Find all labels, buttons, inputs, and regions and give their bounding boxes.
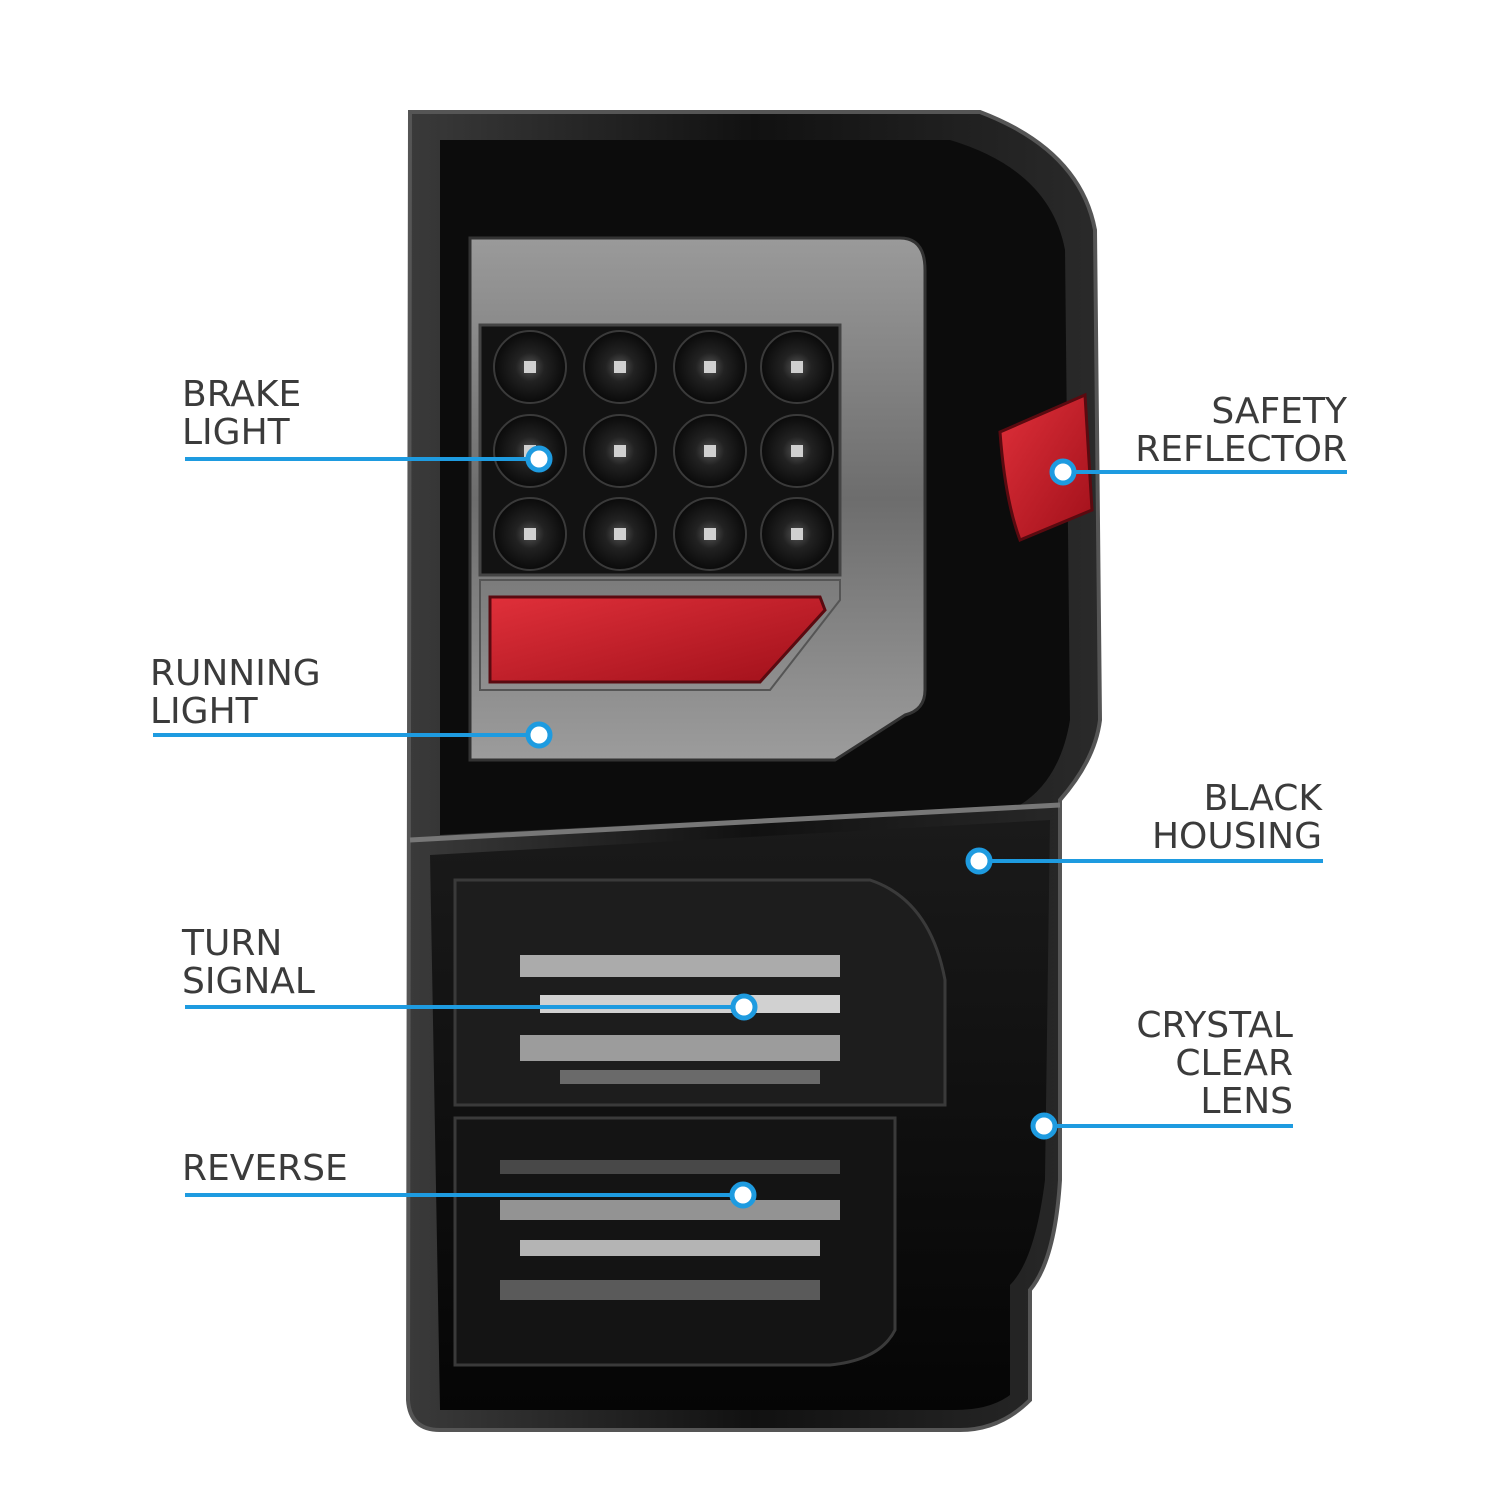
led-chip [524, 528, 536, 540]
led-chip [704, 445, 716, 457]
callout-dot-running-light [525, 721, 553, 749]
callout-dot-black-housing [965, 847, 993, 875]
callout-line: LIGHT [182, 412, 290, 453]
led-chip [524, 361, 536, 373]
led-chip [791, 361, 803, 373]
callout-dot-reverse [729, 1181, 757, 1209]
callout-reverse: REVERSE [182, 1150, 348, 1188]
callout-dot-turn-signal [730, 993, 758, 1021]
callout-brake-light: BRAKE LIGHT [182, 376, 301, 452]
callout-line: SAFETY [1211, 391, 1347, 432]
callout-line: CLEAR [1175, 1043, 1293, 1084]
led-grid [493, 330, 834, 571]
callout-running-light: RUNNING LIGHT [150, 655, 321, 731]
led-chip [791, 445, 803, 457]
led-chip [614, 528, 626, 540]
callout-line: SIGNAL [182, 961, 315, 1002]
callout-line: HOUSING [1151, 816, 1322, 857]
callout-line: BRAKE [182, 374, 302, 415]
callout-turn-signal: TURN SIGNAL [182, 925, 315, 1001]
callout-line: LIGHT [150, 691, 258, 732]
callout-dot-crystal-clear-lens [1030, 1112, 1058, 1140]
callout-line: REFLECTOR [1135, 429, 1347, 470]
leader-lines [153, 445, 1347, 1209]
callout-line: CRYSTAL [1136, 1005, 1293, 1046]
tube-inner [479, 579, 841, 691]
callout-dot-brake-light [525, 445, 553, 473]
led-chip [704, 528, 716, 540]
callout-dot-safety-reflector [1049, 458, 1077, 486]
callout-line: LENS [1200, 1081, 1293, 1122]
reverse-facets [500, 1160, 840, 1300]
callout-line: BLACK [1203, 778, 1322, 819]
led-chip [614, 445, 626, 457]
running-reflector [488, 595, 827, 684]
callout-safety-reflector: SAFETY REFLECTOR [1135, 393, 1347, 469]
callout-crystal-clear-lens: CRYSTAL CLEAR LENS [1136, 1007, 1293, 1121]
callout-black-housing: BLACK HOUSING [1152, 780, 1322, 856]
led-chip [614, 361, 626, 373]
callout-line: REVERSE [182, 1148, 348, 1189]
led-chip [791, 528, 803, 540]
led-chip [704, 361, 716, 373]
housing-divider [409, 802, 1061, 843]
callout-line: TURN [182, 923, 283, 964]
callout-line: RUNNING [150, 653, 321, 694]
safety-reflector-shape [998, 392, 1094, 542]
